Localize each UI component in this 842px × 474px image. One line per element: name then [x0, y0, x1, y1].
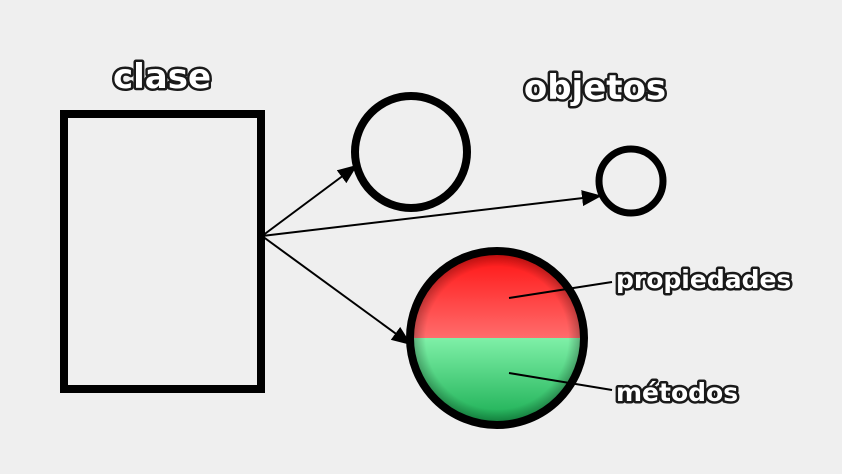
- arrow-to-object-2: [261, 190, 602, 237]
- methods-label: métodos: [616, 378, 738, 407]
- properties-label: propiedades: [616, 265, 791, 294]
- object-circle-small: [595, 145, 667, 217]
- arrow-to-object-1: [261, 164, 358, 237]
- objects-label: objetos: [524, 68, 666, 108]
- object-detailed: [406, 247, 588, 429]
- class-label: clase: [113, 57, 211, 97]
- properties-pointer-line: [508, 281, 613, 299]
- arrow-to-object-3: [261, 235, 412, 346]
- object-circle-large: [351, 92, 471, 212]
- class-box: [60, 110, 265, 393]
- methods-pointer-line: [508, 372, 613, 391]
